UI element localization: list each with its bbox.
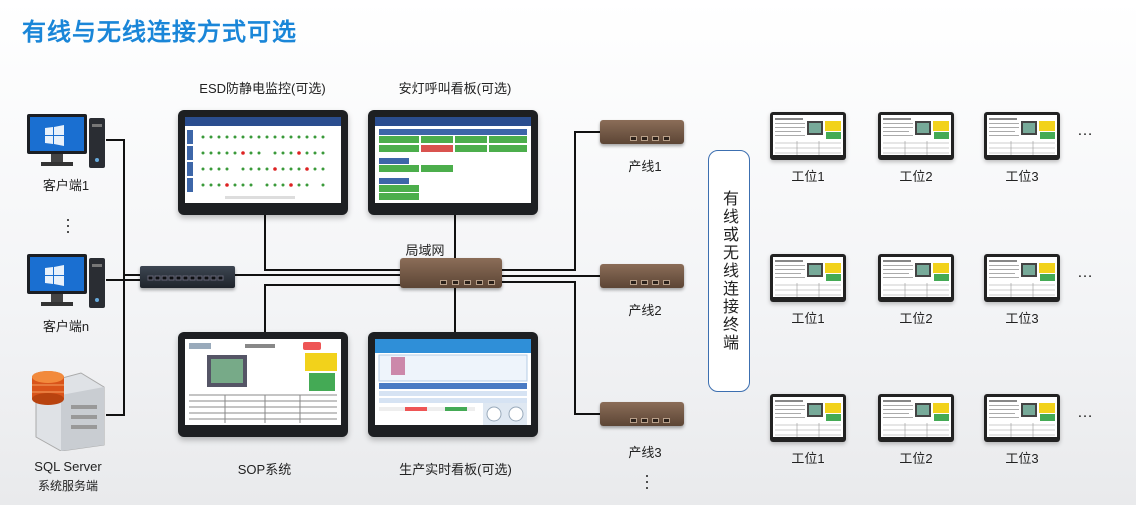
sop-label: SOP系统	[237, 462, 292, 477]
wired-wireless-box: 有线或无线连接终端	[708, 150, 750, 392]
horizontal-ellipsis: …	[1077, 122, 1093, 139]
sop-monitor	[178, 332, 348, 437]
line-2-label: 产线2	[628, 303, 662, 318]
vertical-ellipsis: ...	[65, 205, 71, 237]
workstation-monitor	[878, 112, 954, 160]
router-icon	[400, 258, 502, 288]
workstation-monitor	[878, 254, 954, 302]
line-1-label: 产线1	[628, 159, 662, 174]
desktop-computer-icon	[27, 114, 105, 168]
sop-document-graphic	[189, 342, 337, 423]
vertical-ellipsis: ...	[644, 461, 650, 493]
network-switch-icon	[140, 266, 235, 288]
lan-label: 局域网	[405, 243, 445, 258]
horizontal-ellipsis: …	[1077, 264, 1093, 281]
workstation-monitor	[770, 394, 846, 442]
workstation-monitor	[770, 254, 846, 302]
router-icon	[600, 264, 684, 288]
workstation-label: 工位2	[899, 169, 933, 184]
andon-monitor	[368, 110, 538, 215]
workstation-monitor	[878, 394, 954, 442]
workstation-label: 工位1	[791, 451, 825, 466]
workstation-label: 工位3	[1005, 451, 1039, 466]
workstation-monitor	[984, 254, 1060, 302]
system-server-label: 系统服务端	[37, 479, 98, 493]
desktop-computer-icon	[27, 254, 105, 308]
client-1-label: 客户端1	[42, 178, 90, 193]
workstation-label: 工位3	[1005, 311, 1039, 326]
realtime-label: 生产实时看板(可选)	[399, 462, 512, 477]
realtime-dashboard-graphic	[375, 339, 531, 425]
workstation-monitor	[984, 112, 1060, 160]
realtime-monitor	[368, 332, 538, 437]
andon-label: 安灯呼叫看板(可选)	[398, 81, 512, 96]
page-title: 有线与无线连接方式可选	[22, 19, 297, 46]
server-icon	[32, 371, 105, 451]
esd-dashboard-graphic	[187, 130, 325, 199]
workstation-label: 工位3	[1005, 169, 1039, 184]
router-icon	[600, 402, 684, 426]
andon-dashboard-graphic	[379, 129, 527, 200]
line-3-label: 产线3	[628, 445, 662, 460]
workstation-label: 工位2	[899, 451, 933, 466]
workstation-monitor	[770, 112, 846, 160]
workstation-label: 工位1	[791, 169, 825, 184]
workstation-label: 工位1	[791, 311, 825, 326]
sql-server-label: SQL Server	[34, 459, 102, 474]
esd-label: ESD防静电监控(可选)	[199, 81, 326, 96]
workstation-monitor	[984, 394, 1060, 442]
router-icon	[600, 120, 684, 144]
wired-wireless-label: 有线或无线连接终端	[720, 190, 739, 352]
workstation-label: 工位2	[899, 311, 933, 326]
horizontal-ellipsis: …	[1077, 404, 1093, 421]
client-n-label: 客户端n	[42, 319, 90, 334]
esd-monitor	[178, 110, 348, 215]
